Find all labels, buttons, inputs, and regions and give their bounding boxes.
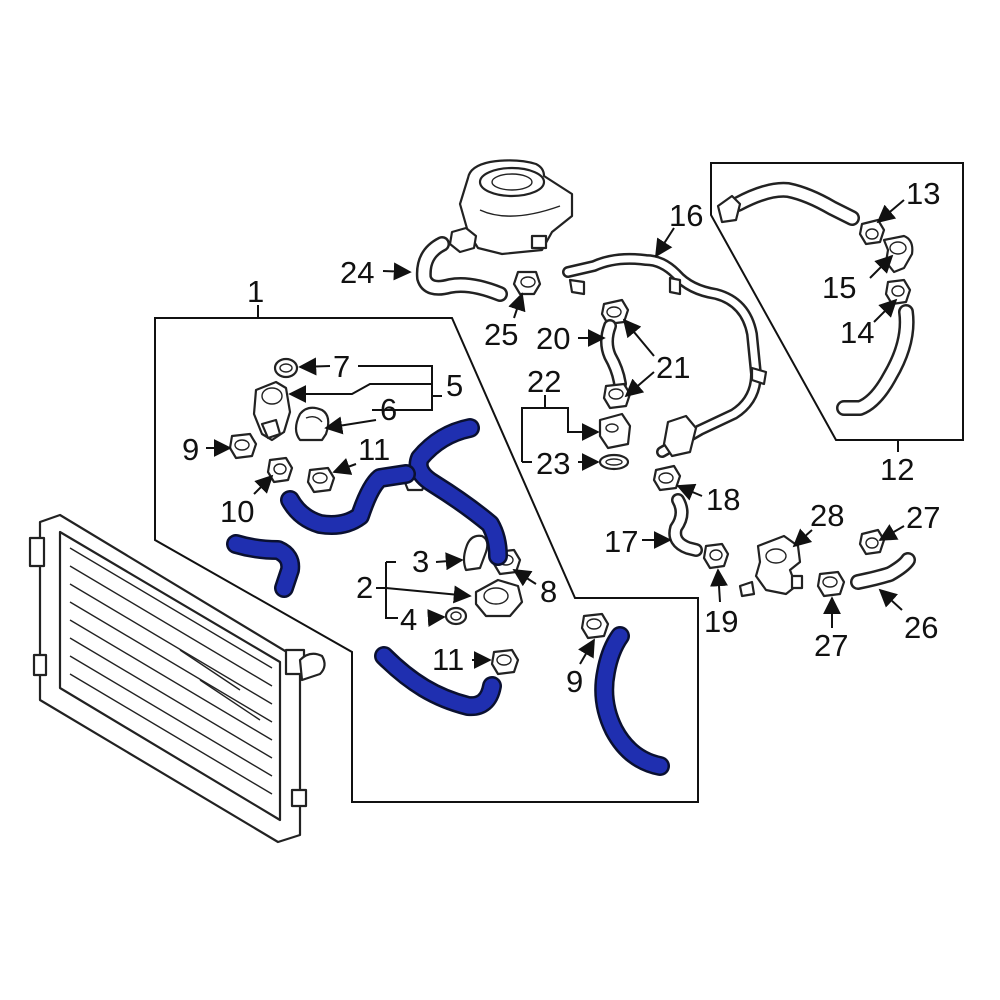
- callout-5: 5: [446, 368, 463, 403]
- clamp-27-upper: [858, 528, 886, 556]
- clamp-25: [512, 270, 542, 296]
- callout-11-upper: 11: [358, 432, 390, 467]
- callout-1: 1: [247, 274, 264, 309]
- callout-24: 24: [340, 255, 374, 290]
- leader-lines: [206, 199, 905, 669]
- seal-23: [598, 453, 630, 471]
- callout-9-upper: 9: [182, 432, 199, 467]
- callout-3: 3: [412, 544, 429, 579]
- hose-lower-middle: [376, 648, 500, 714]
- clamp-10: [266, 456, 294, 484]
- callout-21: 21: [656, 350, 690, 385]
- callout-23: 23: [536, 446, 570, 481]
- callout-22: 22: [527, 364, 561, 399]
- callout-20: 20: [536, 321, 570, 356]
- callout-10: 10: [220, 494, 254, 529]
- clamp-19: [702, 542, 730, 570]
- hose-26: [850, 552, 916, 590]
- clamp-13: [858, 218, 886, 246]
- clip-3: [462, 534, 489, 572]
- expansion-tank: [448, 159, 574, 256]
- callout-27-lower: 27: [814, 628, 848, 663]
- clamp-9-lower: [580, 612, 610, 640]
- callout-12: 12: [880, 452, 914, 487]
- callout-labels: 1 7 5 6 9 11 10 24 25 20 21 22 23 16 13 …: [182, 176, 940, 699]
- thermostat-housing-28: [738, 534, 804, 598]
- callout-9-lower: 9: [566, 664, 583, 699]
- clamp-21-lower: [602, 382, 632, 410]
- callout-4: 4: [400, 602, 417, 637]
- hose-upper-middle: [282, 466, 414, 533]
- pipe-16: [562, 252, 768, 458]
- clamp-18: [652, 464, 682, 492]
- callout-25: 25: [484, 317, 518, 352]
- seal-4: [444, 606, 468, 626]
- callout-13: 13: [906, 176, 940, 211]
- connector-15: [882, 234, 914, 274]
- hose-lower-right: [596, 628, 668, 774]
- group-1-frame: [154, 317, 699, 803]
- clip-6: [294, 406, 330, 442]
- callout-8: 8: [540, 574, 557, 609]
- callout-18: 18: [706, 482, 740, 517]
- callout-11-lower: 11: [432, 642, 464, 677]
- fitting-22: [598, 412, 632, 450]
- clamp-11-lower: [490, 648, 520, 676]
- hose-17: [668, 493, 703, 557]
- group-12-frame: [710, 162, 964, 441]
- callout-2: 2: [356, 570, 373, 605]
- callout-7: 7: [333, 349, 350, 384]
- callout-27-upper: 27: [906, 500, 940, 535]
- hose-12-upper: [716, 181, 860, 226]
- radiator: [28, 513, 326, 844]
- callout-17: 17: [604, 524, 638, 559]
- clamp-27-lower: [816, 570, 846, 598]
- hose-left: [228, 536, 298, 596]
- flange-2: [474, 578, 524, 618]
- callout-26: 26: [904, 610, 938, 645]
- hose-upper-right: [411, 420, 506, 564]
- callout-16: 16: [669, 198, 703, 233]
- hose-12-lower: [836, 304, 915, 416]
- callout-15: 15: [822, 270, 856, 305]
- callout-19: 19: [704, 604, 738, 639]
- clamp-11-upper: [306, 466, 336, 494]
- callout-6: 6: [380, 392, 397, 427]
- highlighted-hoses: [226, 418, 670, 776]
- hose-20: [600, 319, 627, 391]
- callout-14: 14: [840, 315, 874, 350]
- flange-5: [252, 380, 292, 442]
- hose-24: [415, 236, 508, 302]
- seal-7: [273, 357, 299, 379]
- callout-28: 28: [810, 498, 844, 533]
- clamp-9-upper: [228, 432, 258, 460]
- clamp-14: [884, 278, 912, 306]
